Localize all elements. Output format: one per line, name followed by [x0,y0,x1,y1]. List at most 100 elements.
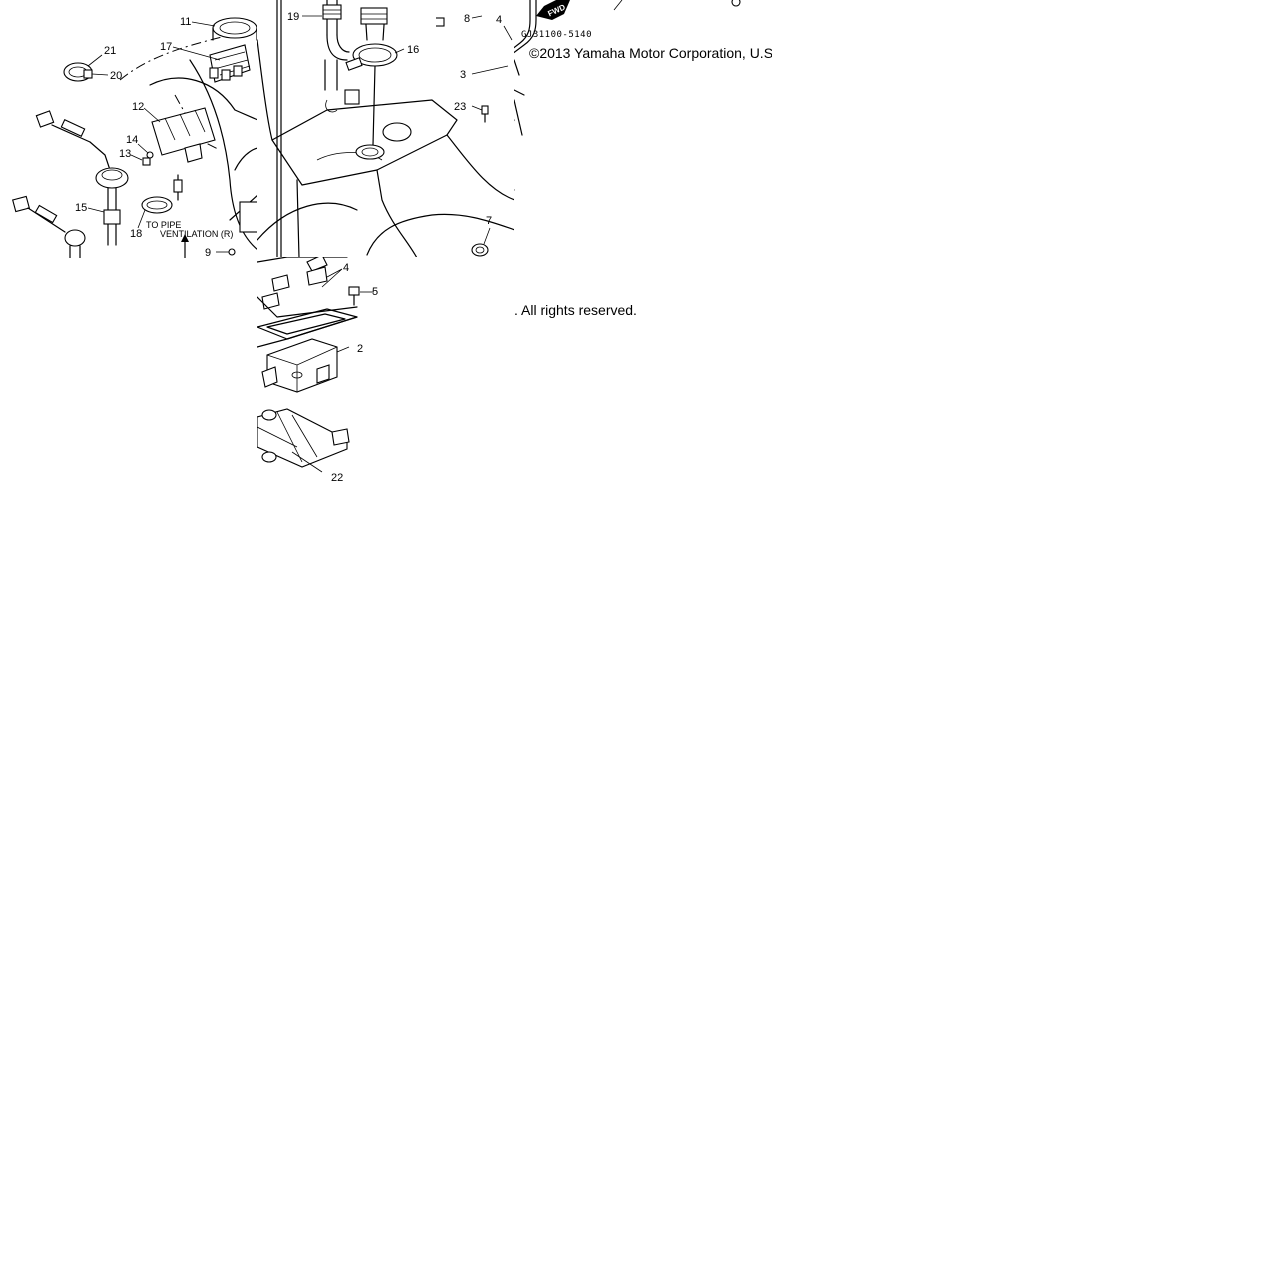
leader-line [87,54,103,67]
filler-neck-ribs [361,13,387,20]
tank-edge [257,202,358,241]
connector-lower [12,195,30,213]
diagram-tile-bottom-right: . All rights reserved. [514,257,772,515]
diagram-tile-center: 19 16 [257,0,515,258]
part-13-nut [142,157,151,166]
leader-line [137,143,149,154]
part-22-bracket [257,408,348,468]
part-20-bolt [83,69,93,79]
filler-neck-coupler [360,7,388,25]
part-code: GJ31100-5140 [521,30,592,40]
part-8-hose-inner [514,0,531,49]
cable-lower-stem [69,245,81,258]
part-2-tab [316,364,330,384]
part-22-boss [261,409,277,421]
part-22-tab [331,428,350,446]
fuel-line [372,65,376,146]
callout-7: 7 [486,215,492,227]
rights-text: . All rights reserved. [514,302,637,318]
leader-line [471,65,509,75]
part-17-pin [233,65,243,77]
cable-lower-sleeve [34,204,58,224]
note-to-pipe: TO PIPE [146,220,181,230]
cable-upper [51,124,91,143]
plate-edge [257,257,348,263]
leader-line [130,154,143,161]
callout-4: 4 [496,14,502,26]
exploded-view-bottom: 4 5 2 22 [257,257,378,484]
callout-20: 20 [110,70,122,82]
sensor-top [101,169,123,181]
part-2-hole [291,371,303,379]
diagram-tile-right: FWD GJ31100-5140 ©2013 Yamaha Motor Corp… [514,0,772,258]
fwd-arrow-badge: FWD [536,0,570,20]
exploded-view-right: FWD GJ31100-5140 [514,0,741,191]
pipe-stub-fitting [173,179,183,193]
callout-23: 23 [454,101,466,113]
callout-18: 18 [130,228,142,240]
washer-fragment [731,0,741,7]
part-7-grommet-inner [475,246,485,254]
tank-edge [376,169,418,258]
cable-lower [27,207,66,233]
part-9-washer [228,248,236,256]
tank-lower-curve [366,213,515,256]
exploded-view-left: 11 17 21 20 12 14 13 15 18 9 TO PIPE VEN… [12,16,258,258]
cable-upper [89,141,111,171]
callout-16: 16 [407,44,419,56]
leader-line [394,48,405,54]
callout-13: 13 [119,148,131,160]
part-22-bracket-ribs [257,411,318,463]
tank-edge [296,179,300,258]
gasket-frame-inner [266,313,346,335]
center-right-callouts: 10 8 4 3 23 7 [436,13,513,257]
leader-line [87,207,105,213]
part-16-screw [345,57,363,71]
cap-seat [382,122,412,142]
callout-2: 2 [357,343,363,355]
callout-12: 12 [132,101,144,113]
leader-line [471,105,483,111]
part-5-bolt-head [348,286,360,296]
ventilation-bracket [239,201,258,233]
hull-edge [149,77,258,121]
diagram-tile-bottom: 4 5 2 22 [257,257,515,515]
leader-line [191,21,216,27]
gasket-edge [257,316,358,348]
leader-line [172,46,221,61]
part-2-tab [261,366,278,388]
part-23-screw [481,105,489,115]
part-19-hose-bend [326,34,348,61]
part-4-pad [271,274,290,292]
callout-15: 15 [75,202,87,214]
leader-line [91,73,109,76]
part-17-pin [209,67,219,79]
tank-side [257,39,273,141]
sensor-body [95,167,129,189]
bracket-edge [514,89,525,136]
hull-edge [234,147,258,171]
leader-fragment [613,0,623,11]
diagram-tile-left: 11 17 21 20 12 14 13 15 18 9 TO PIPE VEN… [0,0,258,258]
to-pipe-arrow-head [181,234,189,242]
part-22-boss [261,451,277,463]
tank-strap [276,0,282,258]
part-19-hose-bend [336,34,350,53]
callout-14: 14 [126,134,138,146]
leader-line [471,15,483,19]
vent-stub [324,59,338,91]
callout-9: 9 [205,247,211,258]
sensor-collar [103,209,121,225]
cable-sleeve [60,118,86,138]
part-12-tab [184,143,203,163]
part-8-hose [514,0,537,54]
callout-4-bottom: 4 [343,262,349,274]
part-4-pad [261,292,280,310]
note-ventilation: VENTILATION (R) [160,229,233,239]
part-12-ribs [164,109,206,141]
exploded-view-center: 19 16 [257,0,515,258]
callout-17: 17 [160,41,172,53]
part-18-clamp [141,196,173,214]
copyright-text: ©2013 Yamaha Motor Corporation, U.S.A [529,45,772,61]
callout-21: 21 [104,45,116,57]
